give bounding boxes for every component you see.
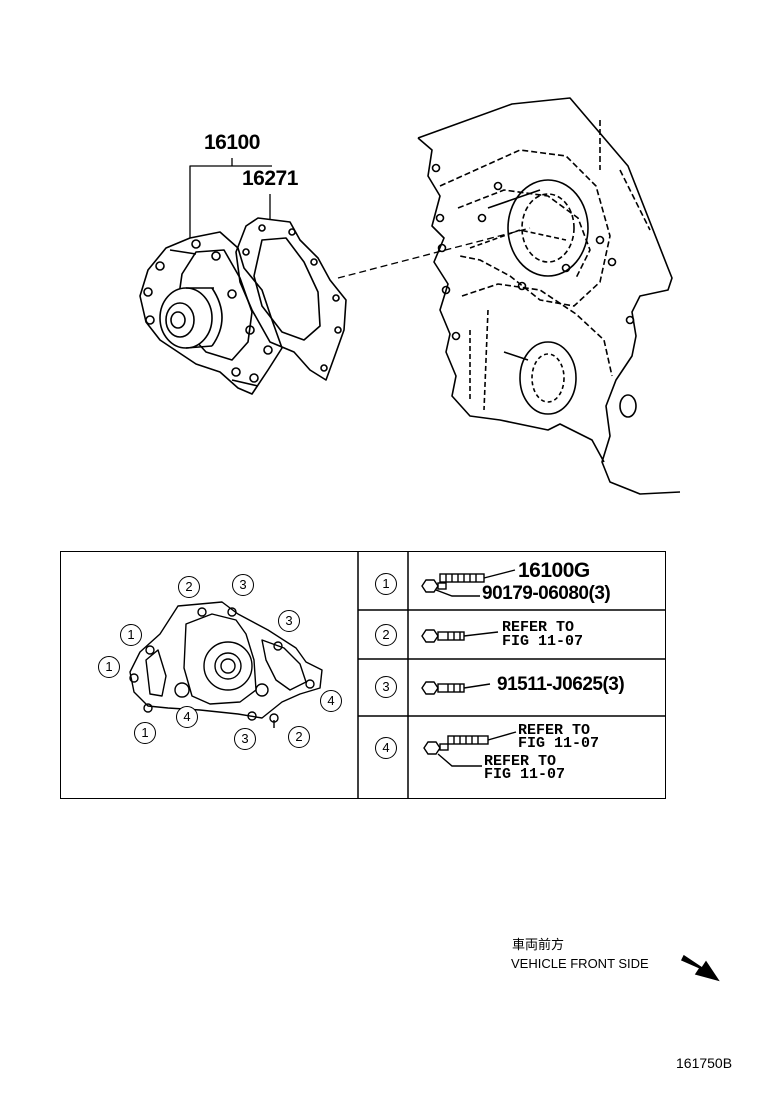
- part-number-water-pump-assy[interactable]: 16100: [204, 131, 260, 154]
- arrow-down-right-icon: [680, 954, 720, 982]
- row2-refer-line1: REFER TO: [502, 619, 575, 636]
- legend-key-4[interactable]: 4: [375, 737, 397, 759]
- part-number-flange-bolt[interactable]: 90179-06080(3): [482, 583, 611, 604]
- exploded-view-drawing: [139, 97, 681, 495]
- vehicle-front-label-jp: 車両前方: [512, 937, 565, 952]
- gasket-callout[interactable]: 3: [278, 610, 300, 632]
- row4-refer-line2[interactable]: FIG 11-07: [518, 735, 600, 752]
- gasket-callout[interactable]: 1: [134, 722, 156, 744]
- gasket-callout[interactable]: 3: [232, 574, 254, 596]
- part-number-bolt-row3[interactable]: 91511-J0625(3): [497, 674, 625, 695]
- gasket-callout[interactable]: 2: [178, 576, 200, 598]
- gasket-callout[interactable]: 2: [288, 726, 310, 748]
- gasket-callout[interactable]: 4: [320, 690, 342, 712]
- legend-key-3[interactable]: 3: [375, 676, 397, 698]
- drawing-id: 161750B: [676, 1055, 733, 1071]
- gasket-callout[interactable]: 1: [120, 624, 142, 646]
- legend-key-1[interactable]: 1: [375, 573, 397, 595]
- row4-refer-line3: REFER TO: [484, 753, 557, 770]
- bolt-legend-table: [60, 551, 666, 799]
- row2-refer-line2[interactable]: FIG 11-07: [502, 633, 584, 650]
- gasket-callout[interactable]: 1: [98, 656, 120, 678]
- gasket-callout[interactable]: 3: [234, 728, 256, 750]
- row4-refer-line1: REFER TO: [518, 722, 591, 739]
- part-number-gasket[interactable]: 16271: [242, 167, 298, 190]
- vehicle-front-label-en: VEHICLE FRONT SIDE: [511, 956, 649, 971]
- legend-key-2[interactable]: 2: [375, 624, 397, 646]
- gasket-callout[interactable]: 4: [176, 706, 198, 728]
- row4-refer-line4[interactable]: FIG 11-07: [484, 766, 566, 783]
- part-number-stud-bolt[interactable]: 16100G: [518, 559, 590, 582]
